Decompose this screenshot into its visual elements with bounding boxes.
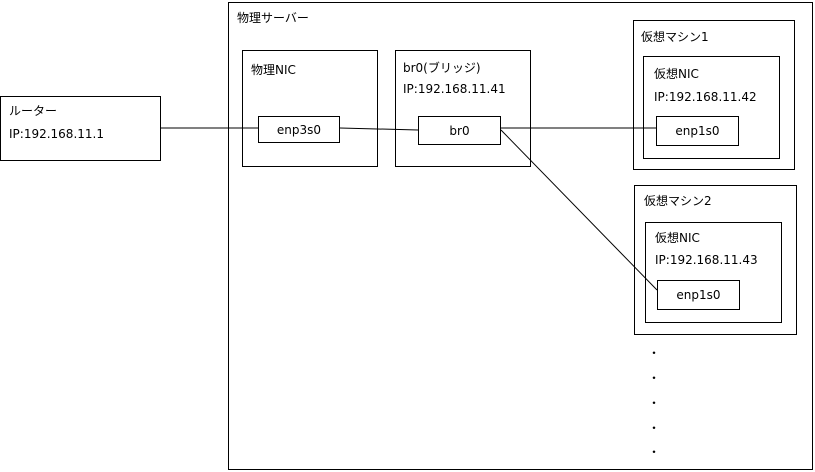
vm1-label: 仮想マシン1 (641, 30, 709, 44)
vm1-enp1s0-port: enp1s0 (656, 116, 739, 146)
vm2-ip: IP:192.168.11.43 (655, 253, 758, 267)
enp3s0-port: enp3s0 (258, 116, 340, 143)
br0-port: br0 (418, 116, 501, 145)
ellipsis-dot: ・ (648, 371, 661, 385)
ellipsis-dot: ・ (648, 346, 661, 360)
vm2-label: 仮想マシン2 (644, 194, 712, 208)
ellipsis-dot: ・ (648, 396, 661, 410)
ellipsis-dot: ・ (648, 445, 661, 459)
bridge-label: br0(ブリッジ) (403, 61, 481, 75)
physical-server-label: 物理サーバー (237, 11, 309, 25)
vm2-nic-label: 仮想NIC (655, 231, 700, 245)
vm1-nic-label: 仮想NIC (654, 67, 699, 81)
br0-port-label: br0 (449, 123, 470, 138)
physical-nic-box (242, 50, 378, 167)
router-box (0, 96, 161, 161)
router-label: ルーター (9, 104, 58, 118)
physical-nic-label: 物理NIC (251, 63, 296, 77)
enp3s0-port-label: enp3s0 (276, 122, 322, 137)
router-ip: IP:192.168.11.1 (9, 127, 104, 141)
vm1-port-label: enp1s0 (675, 124, 720, 138)
bridge-ip: IP:192.168.11.41 (403, 82, 506, 96)
vm2-enp1s0-port: enp1s0 (657, 280, 740, 310)
vm1-ip: IP:192.168.11.42 (654, 90, 757, 104)
vm2-port-label: enp1s0 (676, 288, 721, 302)
ellipsis-dot: ・ (648, 421, 661, 435)
